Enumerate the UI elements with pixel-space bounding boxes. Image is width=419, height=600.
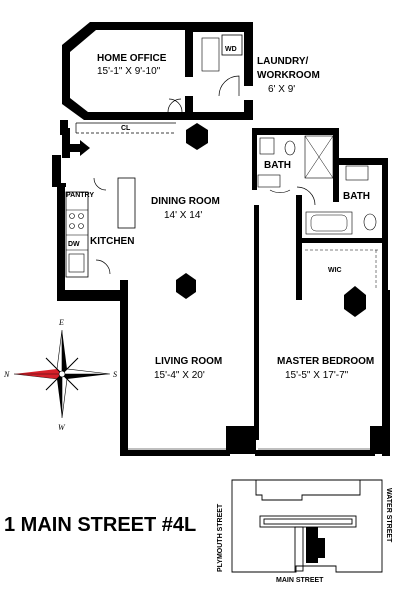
- dw-label: DW: [68, 241, 80, 248]
- column-dining-bottom: [176, 273, 196, 299]
- laundry-bottom-wall: [190, 112, 250, 120]
- home-office-wall: [62, 22, 190, 120]
- closet: [75, 122, 176, 134]
- closet-label: CL: [121, 125, 131, 132]
- kitchen-counter: [65, 191, 89, 278]
- office-right-wall-top: [185, 22, 193, 77]
- partition-upper: [252, 128, 257, 190]
- living-size: 15'-4" X 20': [154, 370, 205, 381]
- entry-arrow-icon: [68, 140, 90, 156]
- compass-rose-icon: [13, 329, 111, 419]
- pantry-label: PANTRY: [66, 192, 94, 199]
- home-office-label: HOME OFFICE: [97, 53, 167, 64]
- master-label: MASTER BEDROOM: [277, 356, 374, 367]
- left-wall-entry: [60, 120, 68, 135]
- dining-size: 14' X 14': [164, 210, 202, 221]
- left-wall-kitchen: [57, 183, 65, 301]
- kitchen-door: [95, 259, 111, 275]
- wic-divider: [296, 238, 386, 243]
- corner-block-left: [226, 426, 256, 454]
- stove-burner-icon: [78, 213, 84, 219]
- bath2-door: [296, 186, 316, 206]
- laundry-bottom-right-wall: [244, 100, 253, 120]
- dining-label: DINING ROOM: [151, 196, 220, 207]
- column-wic: [344, 286, 366, 317]
- living-label: LIVING ROOM: [155, 356, 222, 367]
- doors: [93, 75, 316, 275]
- bottom-wall-mid: [255, 450, 375, 456]
- bath2-label: BATH: [343, 191, 370, 202]
- bottom-street-label: MAIN STREET: [276, 577, 324, 584]
- wic-left-wall: [296, 240, 302, 300]
- unit-location-marker: [306, 527, 318, 563]
- master-right-wall: [382, 290, 390, 456]
- bath1-toilet-icon: [284, 140, 296, 156]
- bath2-tub: [305, 211, 353, 235]
- bottom-wall-left: [120, 450, 230, 456]
- partition-wall: [254, 205, 259, 440]
- living-left-wall: [120, 280, 128, 455]
- laundry-top-wall: [190, 22, 252, 32]
- pantry-door: [93, 177, 107, 191]
- compass-n: N: [3, 370, 10, 379]
- bath2-sink-icon: [345, 165, 369, 181]
- home-office-size: 15'-1" X 9'-10": [97, 66, 161, 77]
- exterior-walls: [52, 22, 390, 456]
- kitchen-label: KITCHEN: [90, 236, 134, 247]
- wic-label: WIC: [328, 267, 342, 274]
- stove-burner-icon: [78, 223, 84, 229]
- laundry-right-wall: [244, 22, 253, 86]
- compass-e: E: [58, 318, 64, 327]
- bath2-toilet-icon: [363, 213, 377, 231]
- listing-title: 1 MAIN STREET #4L: [4, 514, 196, 536]
- bath1-sink-icon: [259, 137, 275, 155]
- laundry-label-1: LAUNDRY/: [257, 56, 309, 67]
- wd-label: WD: [225, 46, 237, 53]
- laundry-size: 6' X 9': [268, 84, 295, 95]
- compass-w: W: [58, 423, 66, 432]
- laundry-door: [218, 75, 240, 97]
- bath1-top-wall: [252, 128, 336, 135]
- master-size: 15'-5" X 17'-7": [285, 370, 349, 381]
- bath1-vanity: [257, 174, 281, 188]
- washer-dryer: [221, 34, 243, 56]
- left-street-label: PLYMOUTH STREET: [217, 503, 224, 572]
- laundry-label-2: WORKROOM: [257, 70, 320, 81]
- column-dining-top: [186, 123, 208, 150]
- left-wall-lower: [52, 155, 61, 183]
- bath2-right-wall: [382, 158, 388, 298]
- office-right-wall-bottom: [185, 96, 193, 120]
- site-map: [231, 479, 383, 573]
- right-street-label: WATER STREET: [385, 488, 392, 543]
- bath1-shower: [304, 135, 334, 179]
- compass-s: S: [113, 370, 117, 379]
- kitchen-island: [117, 177, 136, 229]
- bath1-door: [269, 189, 291, 194]
- left-wall-bottom: [57, 290, 127, 301]
- bath1-label: BATH: [264, 160, 291, 171]
- laundry-shelf: [201, 37, 220, 72]
- kitchen-sink-icon: [68, 253, 85, 273]
- stove-burner-icon: [69, 213, 75, 219]
- entry-block: [62, 128, 70, 158]
- stove-burner-icon: [69, 223, 75, 229]
- bath2-left-wall: [296, 195, 302, 240]
- bath2-top-wall: [336, 158, 388, 165]
- office-double-door: [167, 98, 183, 113]
